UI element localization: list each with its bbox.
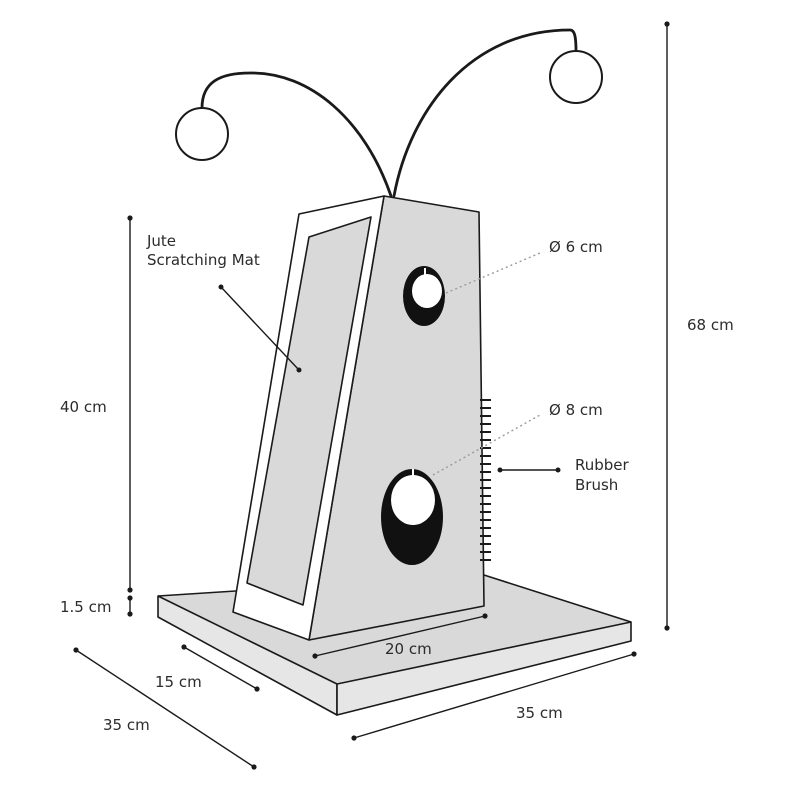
- toy-wands: [200, 28, 578, 198]
- post-depth-label: 15 cm: [155, 673, 202, 691]
- base-front-right: [336, 621, 632, 716]
- post-width-label: 20 cm: [385, 640, 432, 658]
- rubber-brush-label-line1: Rubber: [575, 456, 629, 474]
- dim-35cm-width: [353, 653, 635, 739]
- right-wand: [392, 28, 578, 198]
- jute-mat-label-line1: Jute: [147, 232, 177, 250]
- hole-small-label: Ø 6 cm: [549, 238, 603, 256]
- base-depth-label: 35 cm: [103, 716, 150, 734]
- left-toy-ball: [175, 107, 229, 161]
- jute-leader: [220, 286, 300, 371]
- hole-small-leader: [445, 252, 541, 294]
- jute-scratching-mat: [246, 216, 372, 606]
- height-post-label: 40 cm: [60, 398, 107, 416]
- hole-large: [381, 469, 443, 565]
- dim-20cm: [314, 615, 486, 657]
- dim-35cm-depth: [75, 649, 255, 768]
- rubber-brush-label-line2: Brush: [575, 476, 619, 494]
- base-width-label: 35 cm: [516, 704, 563, 722]
- base-thickness-label: 1.5 cm: [60, 598, 112, 616]
- hole-large-label: Ø 8 cm: [549, 401, 603, 419]
- jute-mat-label-line2: Scratching Mat: [147, 251, 260, 269]
- dimension-lines: [73, 21, 670, 770]
- rubber-brush: [480, 399, 491, 561]
- hole-small: [403, 266, 445, 326]
- height-total-label: 68 cm: [687, 316, 734, 334]
- leader-lines: [218, 252, 561, 476]
- left-wand: [200, 71, 393, 198]
- hole-large-leader: [432, 414, 541, 476]
- scratching-post: [232, 195, 485, 641]
- dim-15cm: [183, 646, 258, 690]
- right-toy-ball: [549, 50, 603, 104]
